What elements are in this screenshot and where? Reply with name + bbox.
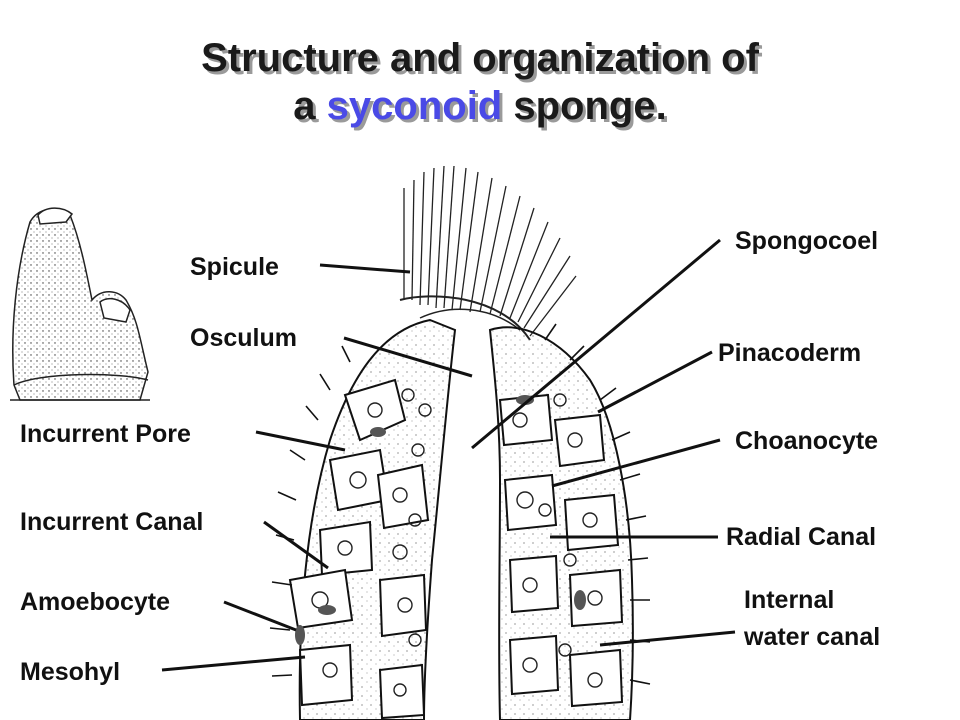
- title-line-2-suffix: sponge.: [502, 84, 667, 128]
- leader-amoebocyte: [223, 600, 297, 632]
- label-osculum: Osculum: [190, 324, 297, 352]
- leader-incurrent-canal: [263, 520, 329, 570]
- leader-spongocoel: [471, 238, 721, 450]
- leader-mesohyl: [161, 655, 306, 672]
- label-incurrent-pore: Incurrent Pore: [20, 420, 191, 448]
- leader-spicule: [319, 263, 411, 274]
- label-mesohyl: Mesohyl: [20, 658, 121, 686]
- leader-choanocyte: [551, 438, 721, 488]
- label-amoebocyte: Amoebocyte: [20, 588, 171, 616]
- leader-pinacoderm: [597, 350, 713, 414]
- label-incurrent-canal: Incurrent Canal: [20, 508, 204, 536]
- label-spicule: Spicule: [190, 253, 279, 281]
- left-body-wall: [269, 318, 457, 720]
- title-line-1: Structure and organization of: [201, 36, 759, 80]
- label-internal-water-canal-line-2: water canal: [744, 623, 881, 651]
- page-title: Structure and organization of a syconoid…: [0, 34, 960, 130]
- label-internal-water-canal-line-1: Internal: [744, 586, 835, 614]
- leader-osculum: [343, 336, 473, 378]
- label-pinacoderm: Pinacoderm: [718, 339, 862, 367]
- label-radial-canal: Radial Canal: [726, 523, 877, 551]
- leader-incurrent-pore: [255, 430, 346, 452]
- label-spongocoel: Spongocoel: [735, 227, 879, 255]
- title-highlight-word: syconoid: [326, 84, 503, 128]
- leader-lines: [161, 238, 736, 672]
- spicule-fan: [399, 165, 577, 341]
- leader-internal-water-canal: [599, 630, 736, 647]
- label-choanocyte: Choanocyte: [735, 427, 879, 455]
- right-body-wall: [488, 323, 651, 720]
- whole-sponge-illustration: [10, 207, 150, 401]
- title-line-2-prefix: a: [293, 84, 327, 128]
